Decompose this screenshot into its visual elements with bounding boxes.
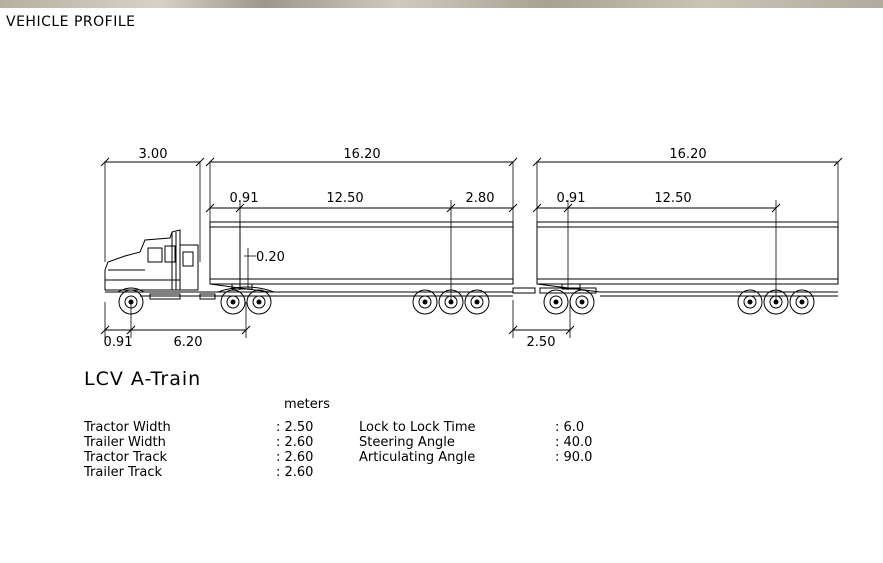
spec-value: : 2.60 [276,435,313,450]
page-title: VEHICLE PROFILE [6,14,136,30]
dim-trailer2-length: 16.20 [669,147,706,162]
spec-table: meters Tractor Width Trailer Width Tract… [83,397,592,480]
dim-front-overhang: 0.91 [104,335,133,350]
dim-tractor-wheelbase: 6.20 [174,335,203,350]
dimension-labels: 3.00 16.20 16.20 0.91 12.50 2.80 0.91 12… [104,147,707,350]
spec-value: : 6.0 [555,420,584,435]
dim-trailer1-length: 16.20 [343,147,380,162]
spec-value: : 2.50 [276,420,313,435]
spec-label: Tractor Track [83,450,168,465]
dim-dolly-length: 2.50 [527,335,556,350]
vehicle-name: LCV A-Train [84,368,201,390]
spec-value: : 40.0 [555,435,592,450]
units-label: meters [284,397,330,412]
dim-trailer1-rear-overhang: 2.80 [466,191,495,206]
trailer-1 [209,221,536,297]
dim-cab-length: 3.00 [139,147,168,162]
spec-value: : 2.60 [276,465,313,480]
window-top-strip [0,0,883,8]
dim-trailer2-front-offset: 0.91 [557,191,586,206]
spec-label: Steering Angle [359,435,455,450]
spec-label: Lock to Lock Time [359,420,476,435]
spec-label: Tractor Width [83,420,171,435]
spec-value: : 2.60 [276,450,313,465]
dimension-lines [100,157,843,338]
wheels [118,289,815,315]
dim-trailer1-front-offset: 0.91 [230,191,259,206]
trailer-2 [536,221,839,297]
spec-value: : 90.0 [555,450,592,465]
dim-trailer1-kingpin-to-axle: 12.50 [326,191,363,206]
dim-fifth-wheel-offset: 0.20 [256,250,285,265]
spec-label: Trailer Track [83,465,163,480]
dim-trailer2-kingpin-to-axle: 12.50 [654,191,691,206]
spec-label: Articulating Angle [359,450,475,465]
spec-label: Trailer Width [83,435,166,450]
